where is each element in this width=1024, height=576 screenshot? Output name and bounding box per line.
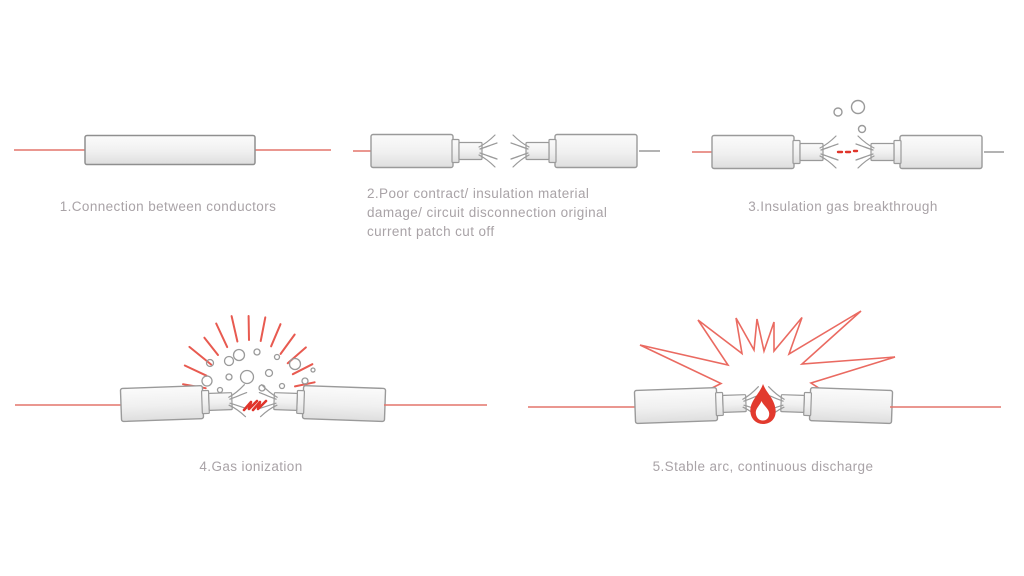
step-5-figure bbox=[528, 310, 1001, 425]
gas-bubbles-icon bbox=[833, 99, 867, 134]
step-2-caption: 2.Poor contract/ insulation material dam… bbox=[367, 184, 667, 241]
stripped-cable-left bbox=[119, 383, 249, 423]
step-2-figure bbox=[353, 133, 660, 169]
step-2-caption-line: damage/ circuit disconnection original bbox=[367, 205, 608, 220]
step-3-figure bbox=[692, 99, 1004, 170]
stripped-cable-left bbox=[711, 134, 839, 170]
stripped-cable-left bbox=[633, 385, 763, 425]
step-4-figure bbox=[15, 315, 487, 423]
step-2-caption-line: 2.Poor contract/ insulation material bbox=[367, 186, 590, 201]
step-2-caption-line: current patch cut off bbox=[367, 224, 495, 239]
step-5-caption: 5.Stable arc, continuous discharge bbox=[652, 459, 874, 474]
step-4-caption: 4.Gas ionization bbox=[199, 459, 303, 474]
cable-connector bbox=[84, 134, 256, 166]
stripped-cable-right bbox=[764, 385, 894, 425]
stripped-cable-right bbox=[855, 134, 983, 170]
explosion-starburst-icon bbox=[639, 310, 896, 412]
stripped-cable-right bbox=[510, 133, 638, 169]
stripped-cable-left bbox=[370, 133, 498, 169]
lightning-bolt-icon bbox=[242, 399, 268, 412]
step-1-figure bbox=[14, 134, 331, 166]
spark-dashes-icon bbox=[836, 149, 859, 154]
step-3-caption: 3.Insulation gas breakthrough bbox=[748, 199, 938, 214]
step-1-caption: 1.Connection between conductors bbox=[59, 199, 277, 214]
stripped-cable-right bbox=[257, 383, 387, 423]
flame-icon bbox=[750, 384, 776, 424]
